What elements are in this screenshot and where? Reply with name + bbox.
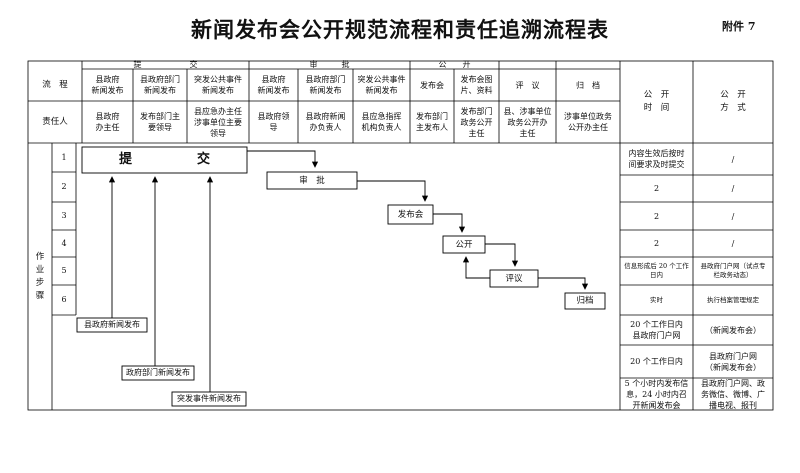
time-header: 公 开 时 间 xyxy=(643,90,670,113)
process-cell-6: 发布会 xyxy=(420,80,444,90)
group-submit: 提 交 xyxy=(133,60,198,69)
publish-label: 公开 xyxy=(455,239,473,250)
responsible-cell-3: 县政府领 导 xyxy=(257,112,290,132)
review-to-publish-arrow xyxy=(462,256,490,279)
time-cell: 信息形成后 20 个工作 日内 xyxy=(624,262,689,279)
step-number: 6 xyxy=(61,295,67,304)
emergency-release-box xyxy=(171,391,247,407)
method-cell: 县政府门户网、政 务微信、微博、广 播电视、报刊 xyxy=(701,378,765,410)
group-approve: 审 批 xyxy=(309,60,350,69)
step-number: 2 xyxy=(61,182,67,191)
method-cell: 县政府门户网 （新闻发布会） xyxy=(705,351,761,372)
responsible-cell-2: 县应急办主任 涉事单位主要 领导 xyxy=(194,106,242,138)
approve-label: 审 批 xyxy=(299,175,325,186)
publish-box xyxy=(442,235,486,254)
responsible-label: 责任人 xyxy=(42,117,68,127)
process-cell-3: 县政府 新闻发布 xyxy=(257,75,290,95)
responsible-cell-4: 县政府新闻 办负责人 xyxy=(305,112,346,132)
archive-label: 归档 xyxy=(576,296,594,306)
step-number: 3 xyxy=(61,211,67,220)
conference-box xyxy=(387,204,434,225)
process-cell-8: 评 议 xyxy=(515,80,540,90)
review-to-archive-arrow xyxy=(538,277,589,290)
process-cell-2: 突发公共事件 新闻发布 xyxy=(194,75,242,95)
time-cell: 2 xyxy=(653,211,660,221)
responsible-cell-8: 县、涉事单位 政务公开办 主任 xyxy=(503,106,552,138)
time-cell: 20 个工作日内 xyxy=(630,357,683,366)
step-number: 4 xyxy=(61,238,67,248)
process-cell-5: 突发公共事件 新闻发布 xyxy=(357,75,406,95)
method-cell: / xyxy=(731,154,735,164)
method-cell: 县政府门户网（试点专 栏政务动态） xyxy=(700,262,766,279)
approve-to-conference-arrow xyxy=(357,180,429,202)
emergency-release-label: 突发事件新闻发布 xyxy=(177,394,241,403)
responsible-cell-9: 涉事单位政务 公开办主任 xyxy=(564,112,612,132)
review-box xyxy=(489,269,539,288)
method-header: 公 开 方 式 xyxy=(720,90,746,113)
time-cell: 实时 xyxy=(650,295,663,304)
county-release-label: 县政府新闻发布 xyxy=(84,320,140,329)
method-cell: 执行档案管理规定 xyxy=(707,295,759,304)
submit-to-approve-arrow xyxy=(247,150,319,168)
time-cell: 20 个工作日内 县政府门户网 xyxy=(630,320,683,340)
process-cell-7: 发布会图 片、资料 xyxy=(460,75,493,95)
method-cell: （新闻发布会） xyxy=(705,325,761,335)
conference-label: 发布会 xyxy=(397,209,424,220)
steps-label: 作 业 步 骤 xyxy=(35,251,45,301)
submit-box xyxy=(81,146,248,174)
process-cell-9: 归 档 xyxy=(576,80,600,90)
method-cell: / xyxy=(731,184,735,193)
conference-to-publish-arrow xyxy=(433,213,466,233)
time-cell: 5 个小时内发布信 息，24 小时内召 开新闻发布会 xyxy=(624,378,689,410)
page-title: 新闻发布会公开规范流程和责任追溯流程表 xyxy=(191,17,609,42)
step-number: 1 xyxy=(61,152,67,162)
submit-label: 提 交 xyxy=(118,152,210,167)
publish-to-review-arrow xyxy=(485,243,519,267)
dept-release-box xyxy=(121,365,195,381)
responsible-cell-5: 县应急指挥 机构负责人 xyxy=(361,112,402,132)
annex-label: 附件 7 xyxy=(722,20,756,33)
review-label: 评议 xyxy=(505,273,523,284)
process-cell-0: 县政府 新闻发布 xyxy=(91,75,124,95)
process-cell-4: 县政府部门 新闻发布 xyxy=(305,75,346,95)
step-number: 5 xyxy=(61,266,67,275)
method-cell: / xyxy=(731,239,735,248)
time-cell: 2 xyxy=(653,239,660,248)
approve-box xyxy=(266,171,358,190)
method-cell: / xyxy=(731,211,735,221)
responsible-cell-7: 发布部门 政务公开 主任 xyxy=(460,106,493,138)
responsible-cell-6: 发布部门 主发布人 xyxy=(416,112,448,132)
archive-box xyxy=(564,292,606,310)
time-cell: 内容生效后按时 间要求及时提交 xyxy=(628,149,685,169)
dept-release-label: 政府部门新闻发布 xyxy=(126,368,190,377)
group-publish: 公 开 xyxy=(438,60,471,69)
time-cell: 2 xyxy=(653,184,660,193)
responsible-cell-1: 发布部门主 要领导 xyxy=(140,112,180,132)
process-label: 流 程 xyxy=(42,80,68,90)
responsible-cell-0: 县政府 办主任 xyxy=(95,112,120,132)
process-cell-1: 县政府部门 新闻发布 xyxy=(140,75,180,95)
